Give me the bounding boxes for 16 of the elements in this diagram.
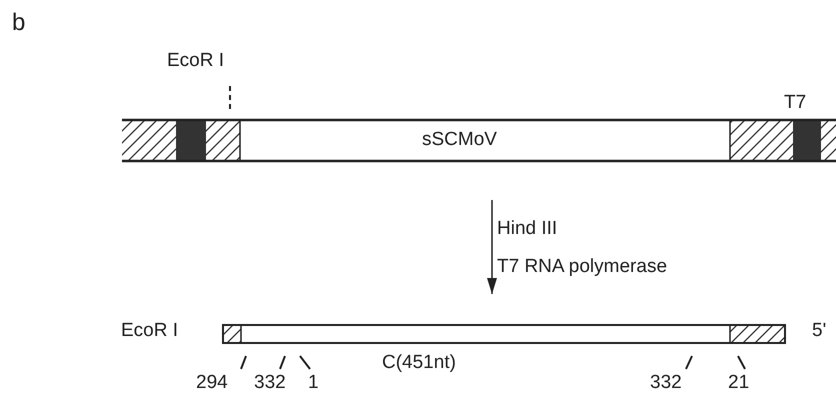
position-number: 1 (308, 372, 319, 394)
restriction-site-label: EcoR I (121, 320, 178, 342)
enzyme-label: Hind III (497, 218, 558, 240)
position-number: 294 (196, 372, 228, 394)
promoter-label: T7 (784, 92, 806, 114)
restriction-site-label: EcoR I (167, 50, 224, 72)
enzyme-label: T7 RNA polymerase (497, 256, 668, 278)
panel-letter: b (12, 12, 26, 34)
plasmid-construct-bar (122, 119, 836, 162)
transcript-label: C(451nt) (382, 352, 456, 374)
position-number: 332 (254, 372, 286, 394)
position-number: 332 (650, 372, 682, 394)
end-label: 5' (812, 320, 826, 342)
arrow (487, 200, 497, 294)
construct-name: sSCMoV (422, 129, 497, 151)
position-number: 21 (728, 372, 750, 394)
